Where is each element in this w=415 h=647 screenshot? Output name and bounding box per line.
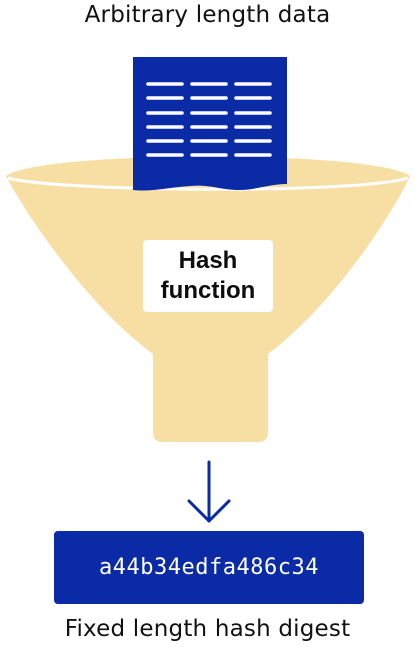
document-page bbox=[133, 57, 287, 191]
funnel-rim bbox=[7, 176, 409, 191]
output-caption: Fixed length hash digest bbox=[64, 616, 351, 642]
document-icon bbox=[133, 57, 287, 191]
arrow-down-icon bbox=[187, 460, 231, 523]
hash-digest-box: a44b34edfa486c34 bbox=[54, 531, 364, 604]
document-text-lines bbox=[146, 82, 272, 157]
hash-function-label: Hash function bbox=[143, 240, 273, 312]
hash-label-line2: function bbox=[160, 277, 256, 304]
hash-label-line1: Hash bbox=[178, 247, 238, 274]
hash-digest-value: a44b34edfa486c34 bbox=[99, 555, 319, 580]
input-caption: Arbitrary length data bbox=[84, 2, 331, 28]
